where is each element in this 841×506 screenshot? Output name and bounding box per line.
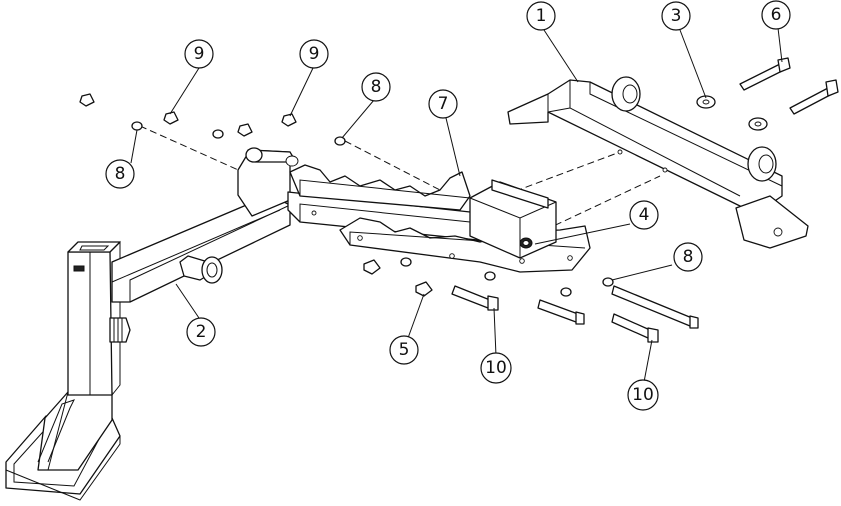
callout-4: 4 xyxy=(629,200,659,230)
callout-label: 7 xyxy=(438,94,449,114)
callout-leaders xyxy=(130,27,783,383)
callout-label: 2 xyxy=(196,322,207,342)
callout-8-right: 8 xyxy=(673,242,703,272)
callout-9-left: 9 xyxy=(184,39,214,69)
callout-1: 1 xyxy=(526,1,556,31)
callout-2: 2 xyxy=(186,317,216,347)
callout-label: 1 xyxy=(536,6,547,26)
callout-6: 6 xyxy=(761,0,791,30)
cross-member-part xyxy=(507,76,809,249)
callout-label: 9 xyxy=(194,44,205,64)
callout-8-upper: 8 xyxy=(361,72,391,102)
callout-label: 8 xyxy=(683,247,694,267)
callout-label: 8 xyxy=(371,77,382,97)
callout-10-right: 10 xyxy=(627,379,659,411)
callout-label: 10 xyxy=(485,358,507,378)
callout-3: 3 xyxy=(661,1,691,31)
callout-label: 6 xyxy=(771,5,782,25)
callout-8-left: 8 xyxy=(105,159,135,189)
main-frame-part xyxy=(5,147,591,501)
callout-label: 4 xyxy=(639,205,650,225)
callout-label: 3 xyxy=(671,6,682,26)
assembly-lines xyxy=(139,125,661,231)
callout-label: 8 xyxy=(115,164,126,184)
callout-label: 5 xyxy=(399,340,410,360)
callout-9-right: 9 xyxy=(299,39,329,69)
hardware-parts xyxy=(79,57,839,343)
callout-7: 7 xyxy=(428,89,458,119)
callout-label: 9 xyxy=(309,44,320,64)
callout-10-center: 10 xyxy=(480,352,512,384)
callout-label: 10 xyxy=(632,385,654,405)
callout-5: 5 xyxy=(389,335,419,365)
